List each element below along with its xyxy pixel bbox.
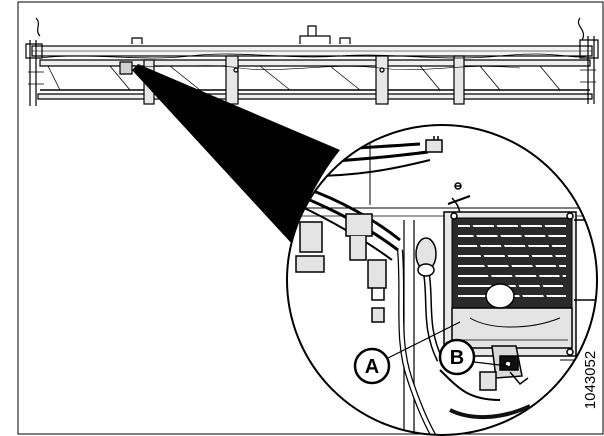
magnification-wedge [132, 64, 340, 245]
callout-a: A [353, 321, 461, 385]
header-frame-overview [25, 17, 599, 106]
callout-b-label: B [450, 347, 464, 369]
figure-number: 1043052 [582, 351, 599, 409]
callout-a-label: A [365, 356, 379, 378]
callout-b: B [438, 338, 509, 376]
figure-frame [17, 1, 604, 435]
magnified-view [286, 124, 598, 436]
